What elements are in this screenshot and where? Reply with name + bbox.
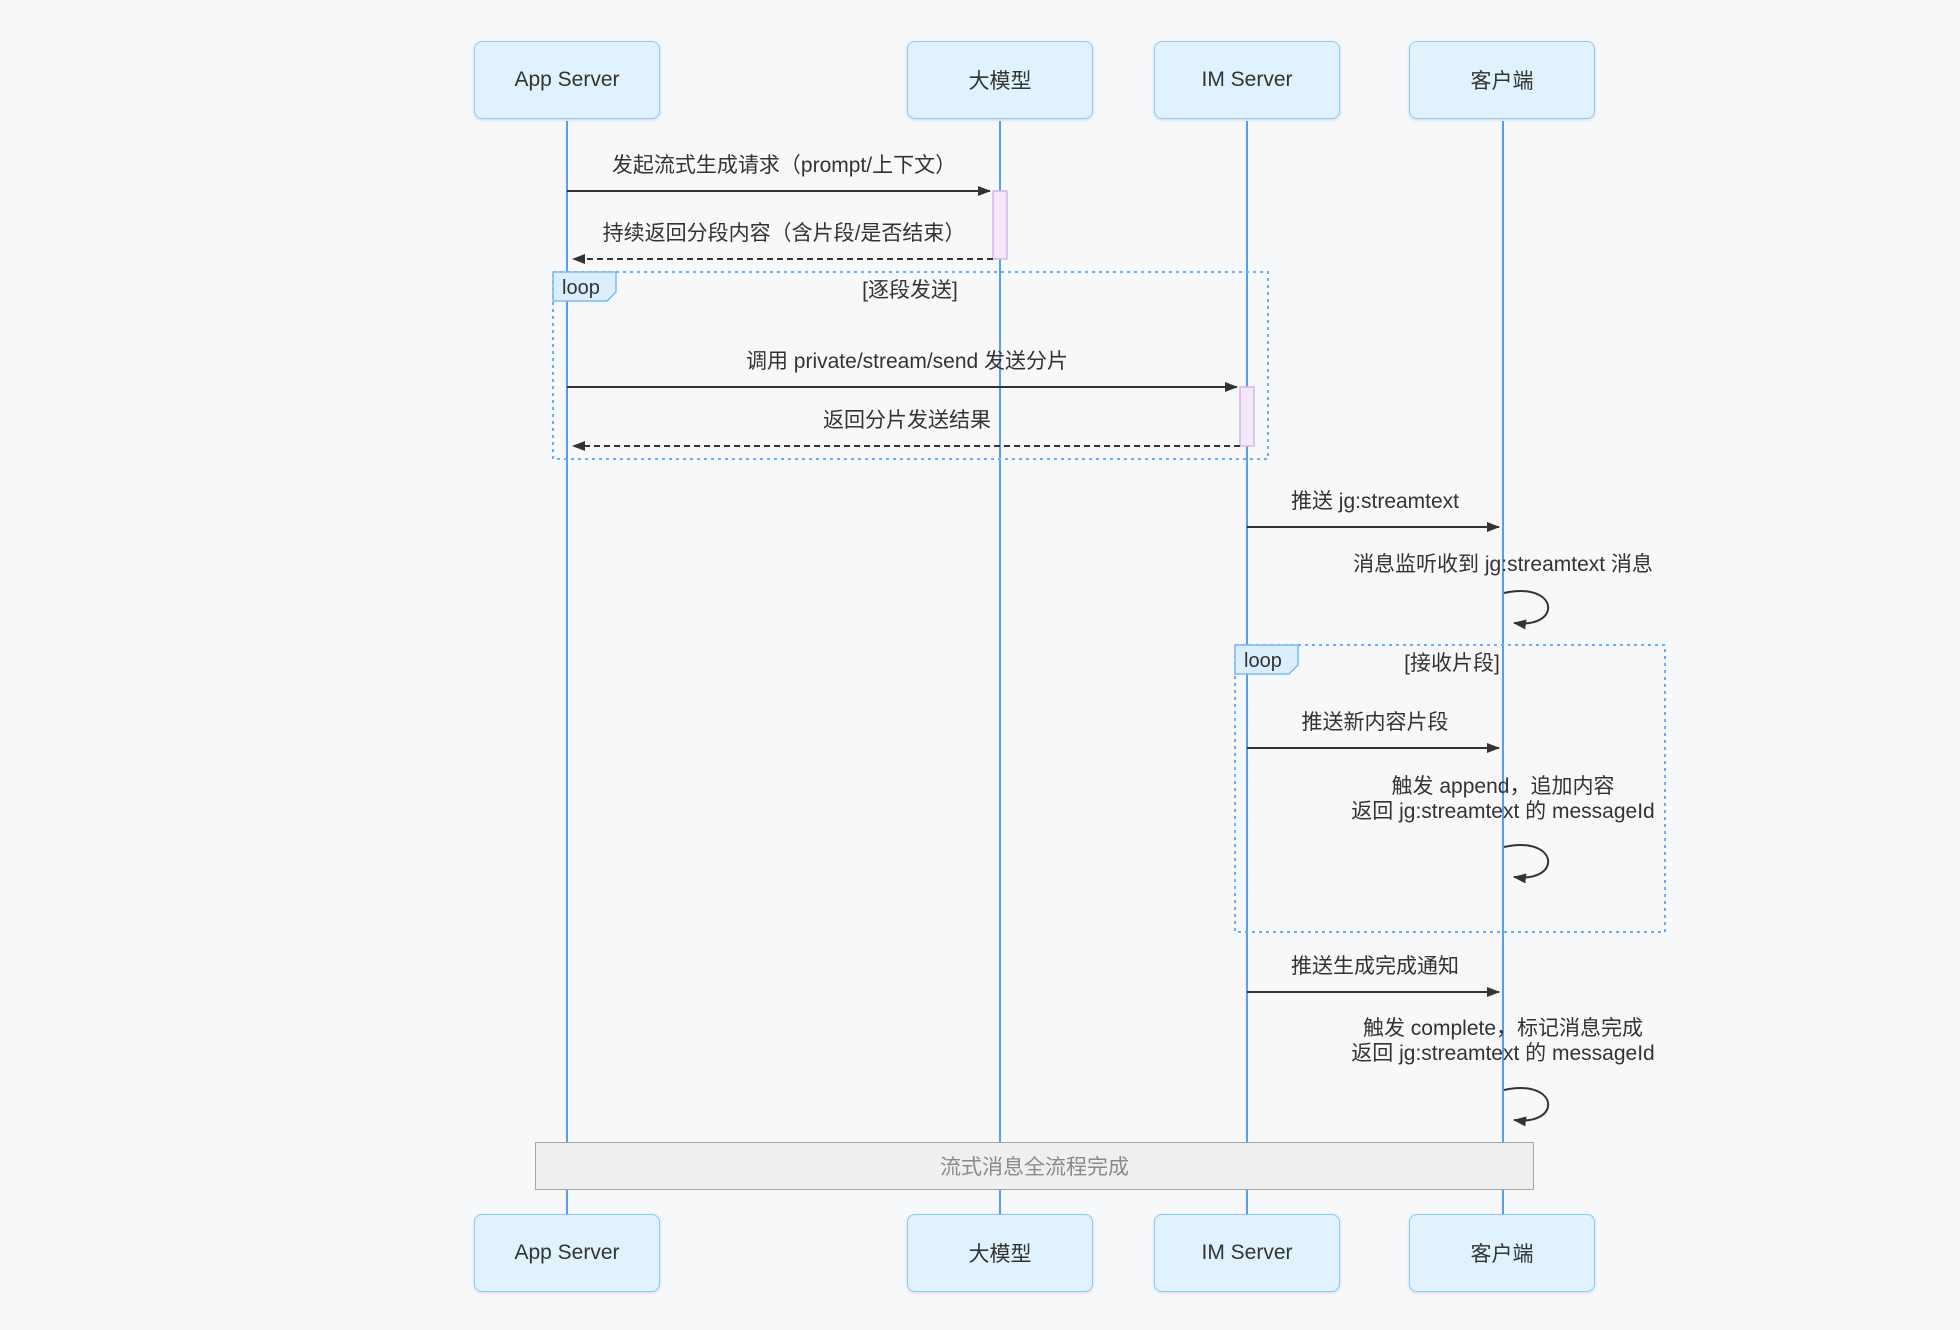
message-label-1: 发起流式生成请求（prompt/上下文） [611, 154, 957, 177]
loop-2-condition: [接收片段] [1404, 652, 1500, 675]
participant-label: 大模型 [968, 70, 1032, 93]
self-loop-arrow-2 [1503, 844, 1550, 884]
note-text: 流式消息全流程完成 [940, 1156, 1129, 1179]
participant-label: 客户端 [1470, 1243, 1534, 1266]
loop-1-label: loop [562, 277, 600, 299]
message-label-2: 持续返回分段内容（含片段/是否结束） [602, 222, 966, 245]
message-label-10: 触发 complete，标记消息完成 返回 jg:streamtext 的 me… [1351, 1016, 1654, 1066]
message-label-4: 返回分片发送结果 [823, 409, 991, 432]
message-label-3: 调用 private/stream/send 发送分片 [745, 350, 1069, 373]
loop-1-frame [552, 271, 1269, 460]
participant-app-server-top: App Server [474, 41, 660, 119]
participant-im-server-bottom: IM Server [1154, 1214, 1340, 1292]
loop-2-label: loop [1244, 650, 1282, 672]
loop-2-label-shape [1234, 644, 1299, 675]
participant-client-bottom: 客户端 [1409, 1214, 1595, 1292]
participant-label: IM Server [1201, 1241, 1293, 1264]
participant-im-server-top: IM Server [1154, 41, 1340, 119]
participant-label: App Server [514, 1241, 620, 1264]
message-label-8: 触发 append，追加内容 返回 jg:streamtext 的 messag… [1351, 774, 1654, 824]
message-label-8-line-2: 返回 jg:streamtext 的 messageId [1351, 800, 1655, 823]
self-loop-arrow-3 [1503, 1087, 1550, 1127]
participant-label: 客户端 [1470, 70, 1534, 93]
participant-label: 大模型 [968, 1243, 1032, 1266]
message-label-8-line-1: 触发 append，追加内容 [1391, 775, 1615, 798]
participant-model-bottom: 大模型 [907, 1214, 1093, 1292]
note-box: 流式消息全流程完成 [535, 1142, 1534, 1190]
message-label-6: 消息监听收到 jg:streamtext 消息 [1353, 553, 1653, 576]
loop-2-frame [1234, 644, 1666, 933]
message-label-9: 推送生成完成通知 [1291, 955, 1459, 978]
loop-1-condition: [逐段发送] [862, 279, 958, 302]
message-label-10-line-1: 触发 complete，标记消息完成 [1362, 1017, 1644, 1040]
participant-client-top: 客户端 [1409, 41, 1595, 119]
message-label-5: 推送 jg:streamtext [1290, 490, 1460, 513]
participant-app-server-bottom: App Server [474, 1214, 660, 1292]
participant-label: IM Server [1201, 68, 1293, 91]
loop-1-label-shape [552, 271, 617, 302]
participant-label: App Server [514, 68, 620, 91]
activation-bar-model [992, 190, 1008, 260]
activation-bar-im-server [1239, 386, 1255, 447]
message-label-10-line-2: 返回 jg:streamtext 的 messageId [1351, 1042, 1655, 1065]
message-label-7: 推送新内容片段 [1301, 711, 1449, 734]
participant-model-top: 大模型 [907, 41, 1093, 119]
self-loop-arrow-1 [1503, 590, 1550, 630]
